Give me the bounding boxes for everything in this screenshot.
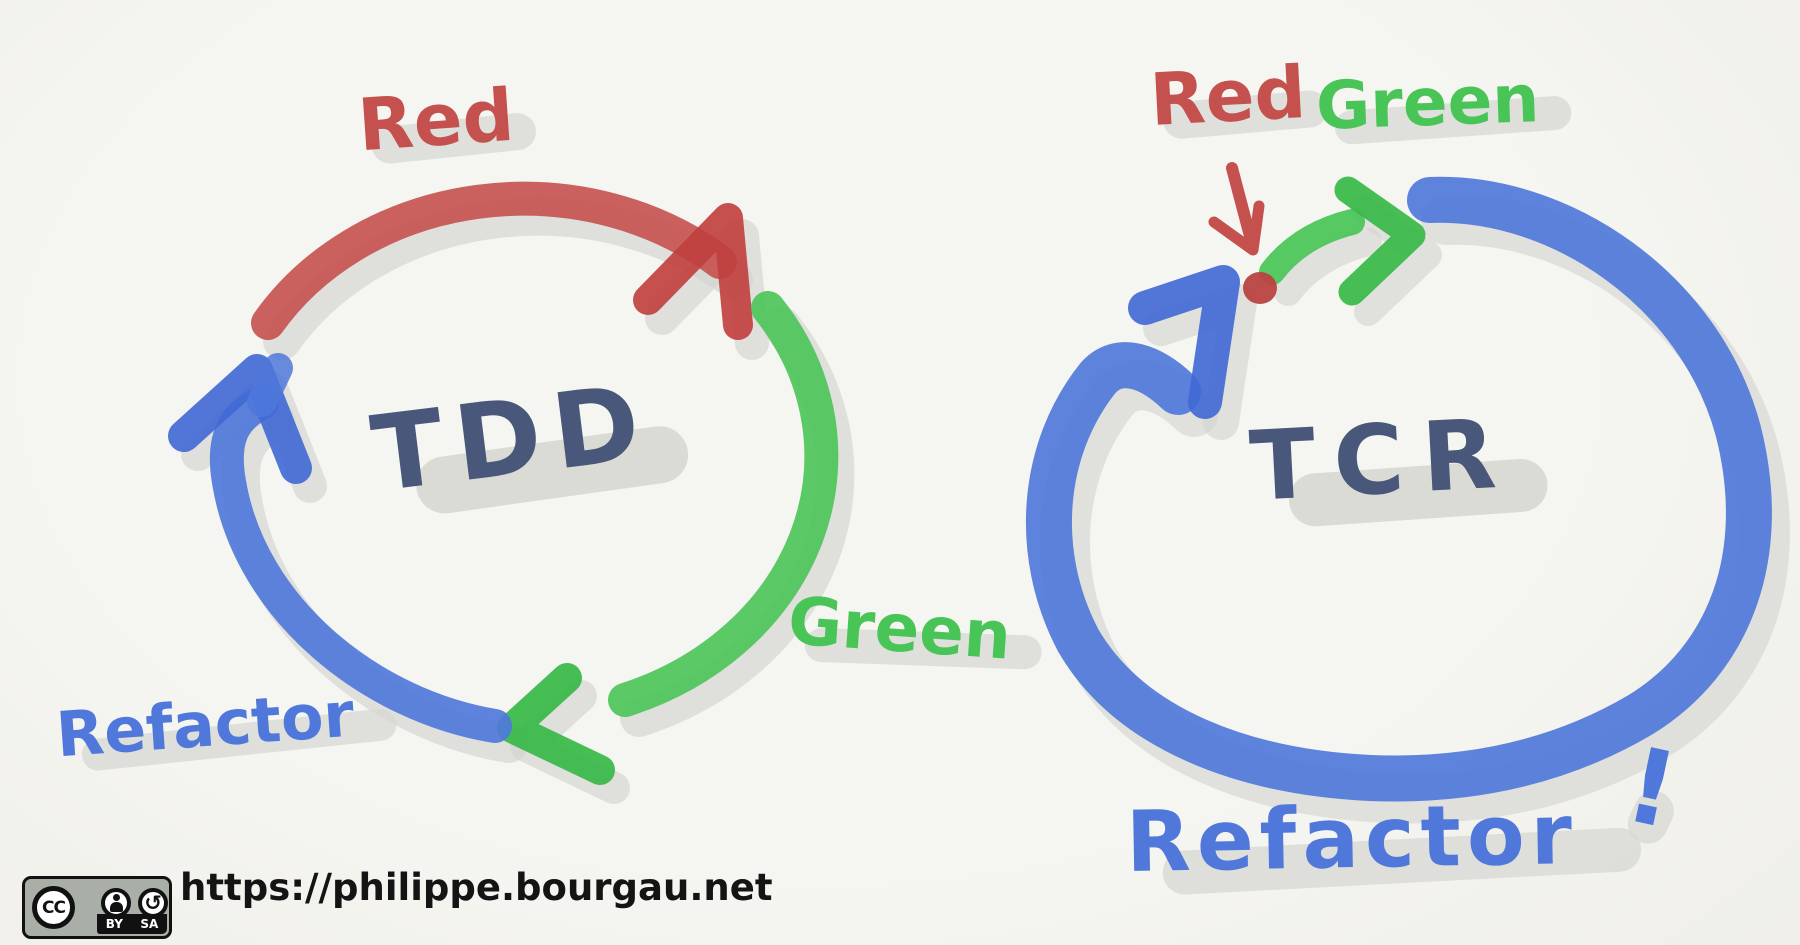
tdd-red-arc — [251, 181, 737, 340]
tdd-red-label: Red — [355, 72, 517, 168]
tcr-red-label: Red — [1147, 49, 1308, 143]
tcr-title: TCR — [1247, 397, 1517, 523]
sa-arrow-glyph: ↺ — [144, 890, 162, 915]
tdd-green-label: Green — [785, 582, 1014, 675]
person-head-icon — [113, 894, 120, 901]
license-abbrev-strip: BY SA — [97, 914, 167, 934]
tdd-blue-arc — [209, 385, 512, 743]
tcr-refactor-label: Refactor — [1125, 785, 1579, 891]
tcr-green-arc — [1259, 209, 1365, 285]
license-sa-text: SA — [140, 917, 159, 931]
tcr-blue-loop — [1025, 176, 1772, 802]
cc-logo-text: CC — [42, 897, 66, 918]
cc-by-sa-license-badge: CC ↺ BY SA — [22, 876, 172, 939]
author-website-url: https://philippe.bourgau.net — [180, 866, 773, 909]
tcr-red-pointer-arrowhead-icon — [1208, 200, 1265, 256]
tdd-green-arc — [608, 291, 839, 717]
tcr-green-arrowhead-icon — [1334, 176, 1426, 306]
tdd-blue-arrowhead-icon — [168, 354, 312, 484]
tdd-green-arrowhead-icon — [497, 663, 615, 785]
person-body-icon — [110, 902, 123, 912]
tdd-title: TDD — [365, 360, 659, 516]
tcr-green-label: Green — [1314, 60, 1541, 145]
tdd-blue-arrow-stub — [247, 353, 293, 417]
tcr-red-pointer-arrow — [1226, 162, 1257, 246]
tcr-blue-arrowhead-icon — [1128, 265, 1240, 419]
cc-logo-icon: CC — [32, 886, 75, 929]
tdd-red-arrowhead-icon — [633, 203, 753, 340]
tcr-red-dot — [1243, 272, 1277, 304]
license-by-text: BY — [105, 917, 123, 931]
